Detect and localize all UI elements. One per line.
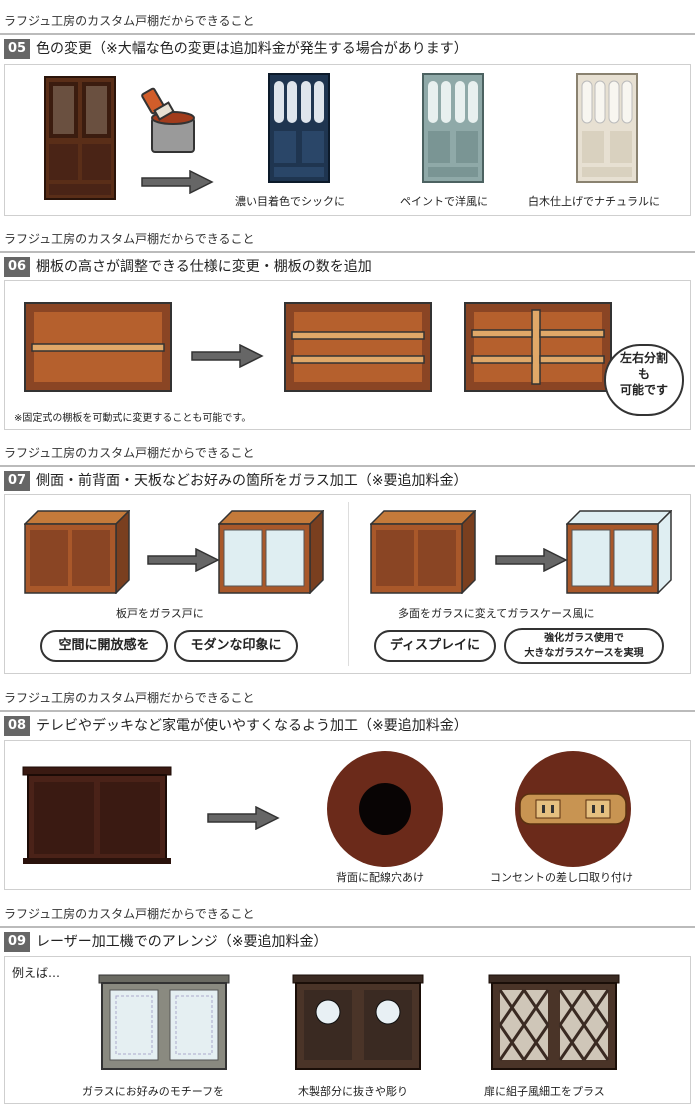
cabinet-mint-image xyxy=(422,73,484,183)
cabinet-wood-door-image xyxy=(370,510,476,594)
arrow-right-icon xyxy=(191,344,264,368)
feature-bubble: モダンな印象に xyxy=(174,630,298,662)
section-title: 棚板の高さが調整できる仕様に変更・棚板の数を追加 xyxy=(36,259,372,275)
speech-bubble: 左右分割 も 可能です xyxy=(604,344,684,416)
bubble-line: 左右分割 xyxy=(619,351,668,365)
arrow-right-icon xyxy=(495,548,568,572)
cabinet-glass-door-image xyxy=(218,510,324,594)
section-title: 色の変更（※大幅な色の変更は追加料金が発生する場合があります） xyxy=(36,41,468,57)
caption: ペイントで洋風に xyxy=(400,195,488,208)
caption: ガラスにお好みのモチーフを xyxy=(82,1085,225,1098)
feature-bubble: ディスプレイに xyxy=(374,630,496,662)
section-number: 08 xyxy=(4,716,30,736)
divider xyxy=(0,465,695,467)
divider xyxy=(0,710,695,712)
section-number: 05 xyxy=(4,39,30,59)
brand-heading: ラフジュ工房のカスタム戸棚だからできること xyxy=(4,14,255,28)
brand-heading: ラフジュ工房のカスタム戸棚だからできること xyxy=(4,907,255,921)
cabinet-glass-motif-image xyxy=(98,974,230,1070)
cabinet-wood-door-image xyxy=(24,510,130,594)
shelf-split-image xyxy=(464,302,612,392)
paint-can-icon xyxy=(141,87,195,153)
section-title: 側面・前背面・天板などお好みの箇所をガラス加工（※要追加料金） xyxy=(36,473,468,489)
bubble-line: 大きなガラスケースを実現 xyxy=(524,648,644,659)
divider xyxy=(0,926,695,928)
feature-bubble: 強化ガラス使用で 大きなガラスケースを実現 xyxy=(504,628,664,664)
brand-heading: ラフジュ工房のカスタム戸棚だからできること xyxy=(4,446,255,460)
arrow-right-icon xyxy=(141,170,214,194)
caption: 多面をガラスに変えてガラスケース風に xyxy=(398,607,595,620)
caption: 背面に配線穴あけ xyxy=(336,871,424,884)
cabinet-kumiko-image xyxy=(488,974,620,1070)
shelf-adjustable-image xyxy=(284,302,432,392)
bubble-line: も xyxy=(637,367,650,381)
cabinet-glass-case-image xyxy=(566,510,672,594)
shelf-fixed-image xyxy=(24,302,172,392)
cabinet-navy-image xyxy=(268,73,330,183)
note-text: ※固定式の棚板を可動式に変更することも可能です。 xyxy=(14,413,252,424)
section-number: 06 xyxy=(4,257,30,277)
cabinet-original-image xyxy=(44,76,116,200)
section-title: レーザー加工機でのアレンジ（※要追加料金） xyxy=(36,934,328,950)
caption: 白木仕上げでナチュラルに xyxy=(528,195,660,208)
section-title: テレビやデッキなど家電が使いやすくなるよう加工（※要追加料金） xyxy=(36,718,468,734)
caption: コンセントの差し口取り付け xyxy=(490,871,633,884)
brand-heading: ラフジュ工房のカスタム戸棚だからできること xyxy=(4,232,255,246)
power-outlet-image xyxy=(515,751,631,867)
cabinet-cream-image xyxy=(576,73,638,183)
cable-hole-image xyxy=(327,751,443,867)
caption: 濃い目着色でシックに xyxy=(235,195,345,208)
arrow-right-icon xyxy=(147,548,220,572)
section-number: 09 xyxy=(4,932,30,952)
cabinet-carved-image xyxy=(292,974,424,1070)
feature-bubble: 空間に開放感を xyxy=(40,630,168,662)
section-number: 07 xyxy=(4,471,30,491)
caption: 扉に組子風細工をプラス xyxy=(484,1085,605,1098)
arrow-right-icon xyxy=(207,806,280,830)
lead-text: 例えば… xyxy=(12,966,61,980)
bubble-line: 可能です xyxy=(619,383,668,397)
divider xyxy=(0,251,695,253)
divider xyxy=(348,502,349,666)
bubble-line: 強化ガラス使用で xyxy=(544,633,624,644)
caption: 木製部分に抜きや彫り xyxy=(298,1085,408,1098)
caption: 板戸をガラス戸に xyxy=(116,607,204,620)
divider xyxy=(0,33,695,35)
brand-heading: ラフジュ工房のカスタム戸棚だからできること xyxy=(4,691,255,705)
tv-cabinet-image xyxy=(22,766,172,864)
